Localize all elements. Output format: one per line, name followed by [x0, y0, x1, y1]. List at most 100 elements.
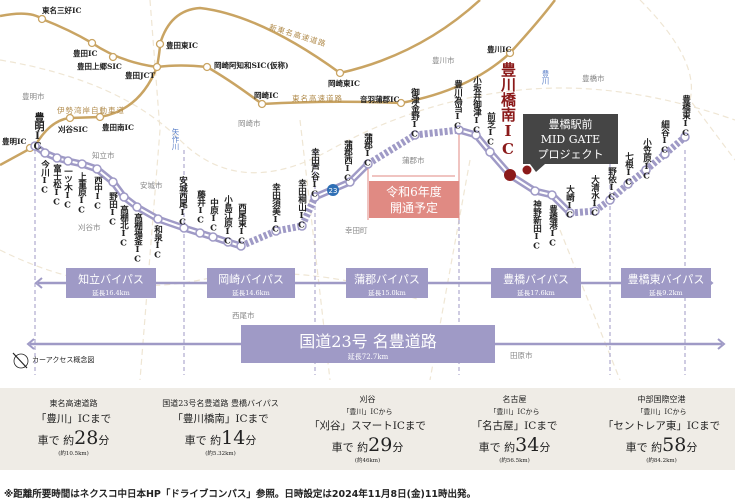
travel-time-panel: 東名高速道路「豊川」ICまで車で 約28分(約10.5km) 国道23号名豊道路 …	[0, 388, 735, 470]
expressway-ic-marker	[37, 14, 47, 24]
bypass-name: 岡崎バイパス	[218, 273, 284, 286]
bypass-length: 延長16.4km	[92, 289, 130, 297]
expressway-ic-label: 刈谷SIC	[58, 125, 88, 134]
route-23-segment	[239, 195, 319, 250]
card-heading: 中部国際空港	[637, 395, 686, 404]
bypass-name: 知立バイパス	[78, 273, 144, 286]
route-ic-marker	[605, 195, 615, 205]
opening-badge: 令和6年度 開通予定	[369, 181, 459, 218]
route-ic-marker	[485, 147, 495, 157]
expressway-ic-label: 音羽蒲郡IC	[360, 95, 400, 104]
time-minutes: 28	[74, 427, 99, 449]
route-ic-label: 高棚福釜IC	[132, 213, 143, 264]
expressway-ic-marker	[505, 48, 515, 58]
route-ic-marker	[119, 192, 129, 202]
place-label: 岡崎市	[238, 119, 261, 128]
route-ic-marker	[363, 159, 373, 169]
time-minutes: 58	[662, 434, 687, 456]
bypass-okazaki: 岡崎バイパス延長14.6km	[207, 268, 295, 298]
route-ic-label: 豊橋港IC	[547, 205, 558, 248]
card-distance: (約56.5km)	[499, 458, 530, 464]
time-unit: 分	[686, 441, 698, 454]
route-ic-label: 小坂井御津IC	[471, 76, 482, 135]
route-ic-label: 富士松IC	[51, 164, 62, 207]
route-ic-marker	[530, 186, 540, 196]
route-ic-label: 西中IC	[92, 176, 103, 211]
route-ic-marker	[132, 202, 142, 212]
route-ic-marker	[454, 125, 464, 135]
place-label: 豊川市	[432, 56, 455, 65]
place-label: 幸田町	[345, 226, 368, 235]
card-destination: 「豊川橋南」ICまで	[172, 413, 269, 425]
route-ic-marker	[77, 159, 87, 169]
bypass-gamagori: 蒲郡バイパス延長15.0km	[346, 268, 428, 298]
card-time: 車で 約34分	[441, 434, 588, 456]
time-minutes: 34	[515, 434, 540, 456]
tomei-label: 東名高速道路	[292, 94, 343, 103]
card-distance: (約5.32km)	[205, 451, 236, 457]
route-ic-label: 幸田芦谷IC	[309, 148, 320, 199]
arrowhead	[26, 338, 35, 350]
time-minutes: 14	[221, 427, 246, 449]
arrowhead	[34, 277, 43, 289]
legend: カーアクセス概念図	[10, 350, 94, 370]
route-ic-marker	[108, 177, 118, 187]
place-label: 安城市	[140, 181, 163, 190]
route-ic-marker	[52, 153, 62, 163]
project-line: MID GATE	[540, 133, 601, 146]
expressway-ic-label: 岡崎阿知和SIC(仮称)	[214, 61, 289, 70]
route-ic-marker	[410, 130, 420, 140]
route-ic-label: 安城西尾IC	[177, 176, 188, 227]
route-ic-label: 中原IC	[208, 198, 219, 233]
route-ic-label: 小島江原IC	[222, 195, 233, 246]
travel-card: 名古屋「豊川」ICから「名古屋」ICまで車で 約34分(約56.5km)	[441, 388, 588, 470]
route-ic-marker	[310, 192, 320, 202]
card-destination: 「名古屋」ICまで	[471, 420, 558, 432]
place-label: 豊橋市	[582, 74, 605, 83]
travel-card: 東名高速道路「豊川」ICまで車で 約28分(約10.5km)	[0, 388, 147, 470]
expressway-ic-marker	[257, 99, 267, 109]
route-ic-marker	[345, 177, 355, 187]
card-destination: 「刈谷」スマートICまで	[309, 420, 426, 432]
route-ic-label: 西尾東IC	[236, 203, 247, 246]
expressway-line	[0, 66, 159, 167]
route-ic-marker	[565, 208, 575, 218]
route-ic-marker	[623, 179, 633, 189]
route-number: 23	[329, 187, 338, 195]
route-ic-label: 細谷IC	[659, 120, 670, 155]
bypass-length: 延長14.6km	[232, 289, 270, 297]
place-label: 刈谷市	[78, 223, 101, 232]
route-ic-marker	[547, 190, 557, 200]
bypass-length: 延長17.6km	[517, 289, 555, 297]
route-ic-label: 野田IC	[107, 192, 118, 227]
place-label: 豊明市	[22, 92, 45, 101]
route-ic-marker	[223, 237, 233, 247]
project-callout: 豊橋駅前 MID GATE プロジェクト	[523, 114, 618, 164]
expressway-ic-label: 豊田東IC	[166, 41, 198, 50]
main-road-name: 国道23号 名豊道路	[299, 332, 437, 351]
card-heading: 国道23号名豊道路 豊橋バイパス	[162, 399, 279, 408]
project-site-marker	[522, 165, 532, 175]
route-ic-label: 御津金野IC	[409, 88, 420, 139]
route-ic-marker	[236, 241, 246, 251]
legend-label: カーアクセス概念図	[32, 356, 95, 364]
expressway-ic-label: 岡崎東IC	[328, 79, 360, 88]
time-unit: 分	[392, 441, 404, 454]
time-minutes: 29	[368, 434, 393, 456]
route-ic-label: 小笠原IC	[641, 138, 652, 181]
route-ic-label: 野依IC	[606, 167, 617, 202]
route-ic-marker	[680, 132, 690, 142]
expressway-ic-label: 豊田南IC	[102, 123, 134, 132]
route-ic-marker	[30, 141, 40, 151]
route-ic-label: 上重原IC	[76, 172, 87, 215]
expressway-line	[0, 0, 556, 106]
place-label: 豊川	[541, 70, 550, 85]
route-ic-label: 藤井IC	[195, 190, 206, 225]
route-ic-label: 和泉IC	[152, 225, 163, 260]
meiho-road-banner: 国道23号 名豊道路延長72.7km	[241, 325, 495, 363]
route-ic-label: 七根IC	[623, 152, 634, 187]
boundary-line	[139, 0, 161, 381]
bypass-name: 豊橋バイパス	[503, 273, 569, 286]
expressway-ic-marker	[396, 98, 406, 108]
opening-line: 開通予定	[389, 201, 438, 215]
